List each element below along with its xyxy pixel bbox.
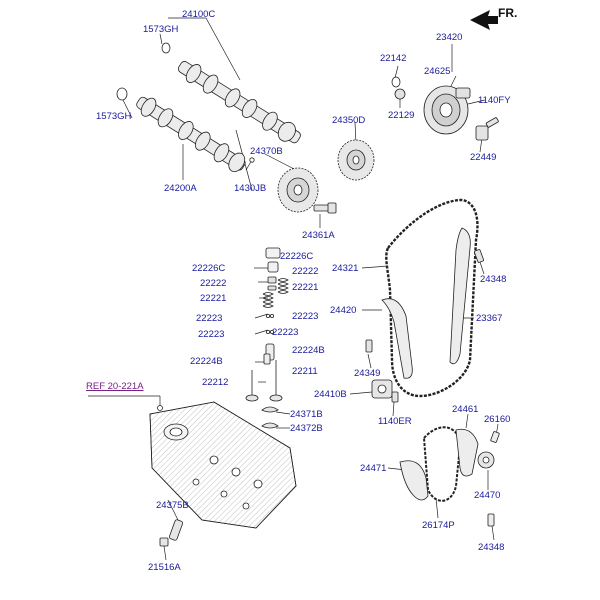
part-label-22223-lower-right: 22223 (272, 327, 299, 338)
part-label-24350d: 24350D (332, 115, 366, 126)
part-label-26174p: 26174P (422, 520, 455, 531)
part-label-23367: 23367 (476, 313, 503, 324)
part-label-1430jb: 1430JB (234, 183, 267, 194)
part-label-22222-right: 22222 (292, 266, 319, 277)
part-label-22212: 22212 (202, 377, 229, 388)
part-label-24461: 24461 (452, 404, 479, 415)
part-label-26160: 26160 (484, 414, 511, 425)
part-label-22129: 22129 (388, 110, 415, 121)
part-label-22211: 22211 (292, 366, 318, 377)
part-label-24321: 24321 (332, 263, 359, 274)
part-label-23420: 23420 (436, 32, 463, 43)
part-label-22221-right: 22221 (292, 282, 319, 293)
front-direction-label: FR. (498, 6, 518, 20)
part-label-24420: 24420 (330, 305, 357, 316)
part-label-24470: 24470 (474, 490, 501, 501)
part-label-1140er: 1140ER (378, 416, 412, 427)
part-label-22224b-left: 22224B (190, 356, 223, 367)
part-label-24375b: 24375B (156, 500, 189, 511)
part-label-24349: 24349 (354, 368, 381, 379)
part-label-1140fy: 1140FY (478, 95, 511, 106)
part-label-22226c-left: 22226C (192, 263, 226, 274)
part-label-24625: 24625 (424, 66, 451, 77)
part-label-1573gh-upper: 1573GH (143, 24, 179, 35)
part-label-24370b: 24370B (250, 146, 283, 157)
part-label-1573gh-lower: 1573GH (96, 111, 132, 122)
part-label-22226c-right: 22226C (280, 251, 314, 262)
part-label-22222-left: 22222 (200, 278, 227, 289)
part-label-24361a: 24361A (302, 230, 335, 241)
front-arrow-icon (470, 10, 498, 30)
part-label-22221-left: 22221 (200, 293, 227, 304)
part-label-22142: 22142 (380, 53, 407, 64)
part-label-22449: 22449 (470, 152, 497, 163)
part-label-24100c: 24100C (182, 9, 216, 20)
part-label-24372b: 24372B (290, 423, 323, 434)
part-label-24410b: 24410B (314, 389, 347, 400)
part-label-22223-upper-right: 22223 (292, 311, 319, 322)
reference-link[interactable]: REF 20-221A (86, 381, 144, 392)
part-label-24200a: 24200A (164, 183, 197, 194)
part-label-24348-lower: 24348 (478, 542, 505, 553)
part-label-21516a: 21516A (148, 562, 181, 573)
part-label-24371b: 24371B (290, 409, 323, 420)
part-label-24348-upper: 24348 (480, 274, 507, 285)
part-label-24471: 24471 (360, 463, 387, 474)
part-label-22224b-right: 22224B (292, 345, 325, 356)
part-label-22223-lower-left: 22223 (198, 329, 225, 340)
part-label-22223-upper-left: 22223 (196, 313, 223, 324)
